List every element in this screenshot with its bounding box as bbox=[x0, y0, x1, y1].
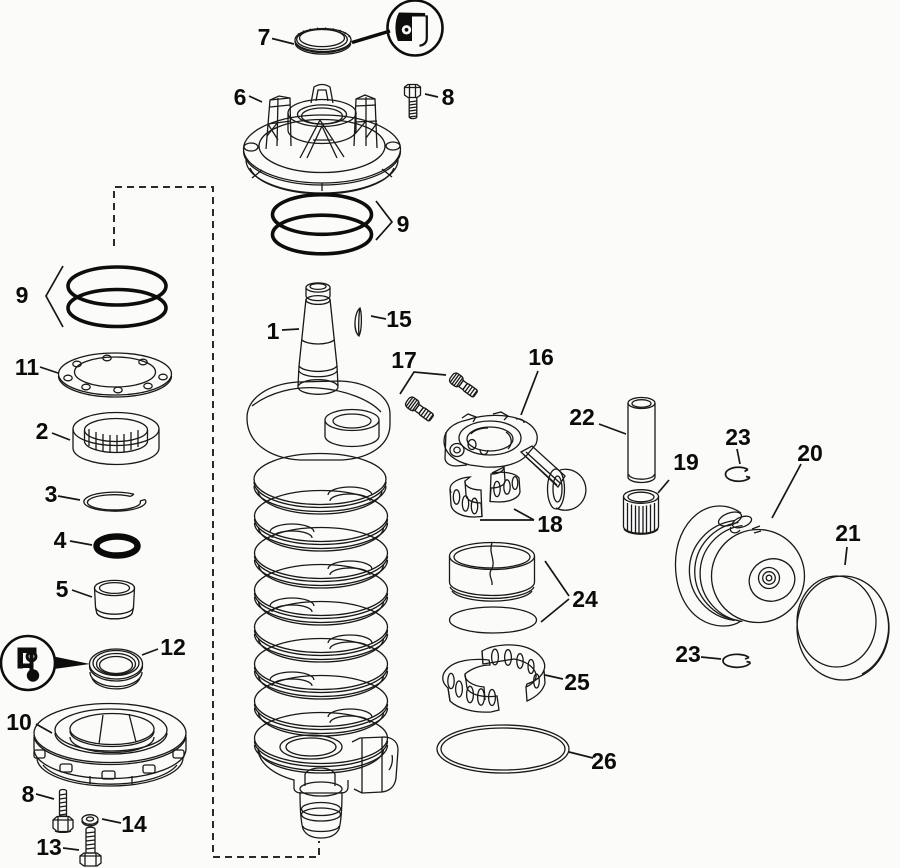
svg-text:1: 1 bbox=[267, 318, 280, 344]
svg-text:26: 26 bbox=[591, 748, 617, 774]
svg-text:8: 8 bbox=[442, 84, 455, 110]
svg-text:17: 17 bbox=[391, 347, 417, 373]
svg-text:7: 7 bbox=[258, 24, 271, 50]
svg-text:2: 2 bbox=[36, 418, 49, 444]
svg-text:25: 25 bbox=[564, 669, 590, 695]
svg-text:22: 22 bbox=[569, 404, 595, 430]
svg-text:5: 5 bbox=[56, 576, 69, 602]
svg-text:9: 9 bbox=[16, 282, 29, 308]
svg-text:19: 19 bbox=[673, 449, 699, 475]
svg-text:23: 23 bbox=[675, 641, 701, 667]
svg-text:24: 24 bbox=[572, 586, 598, 612]
svg-text:23: 23 bbox=[725, 424, 751, 450]
svg-text:6: 6 bbox=[234, 84, 247, 110]
svg-text:12: 12 bbox=[160, 634, 186, 660]
svg-text:20: 20 bbox=[797, 440, 823, 466]
svg-text:14: 14 bbox=[121, 811, 147, 837]
svg-text:4: 4 bbox=[54, 527, 67, 553]
svg-text:16: 16 bbox=[528, 344, 554, 370]
svg-text:21: 21 bbox=[835, 520, 861, 546]
svg-text:9: 9 bbox=[397, 211, 410, 237]
svg-text:8: 8 bbox=[22, 781, 35, 807]
svg-text:15: 15 bbox=[386, 306, 412, 332]
svg-text:13: 13 bbox=[36, 834, 62, 860]
svg-text:10: 10 bbox=[6, 709, 32, 735]
svg-text:18: 18 bbox=[537, 511, 563, 537]
svg-text:3: 3 bbox=[45, 481, 58, 507]
svg-text:11: 11 bbox=[15, 354, 40, 380]
